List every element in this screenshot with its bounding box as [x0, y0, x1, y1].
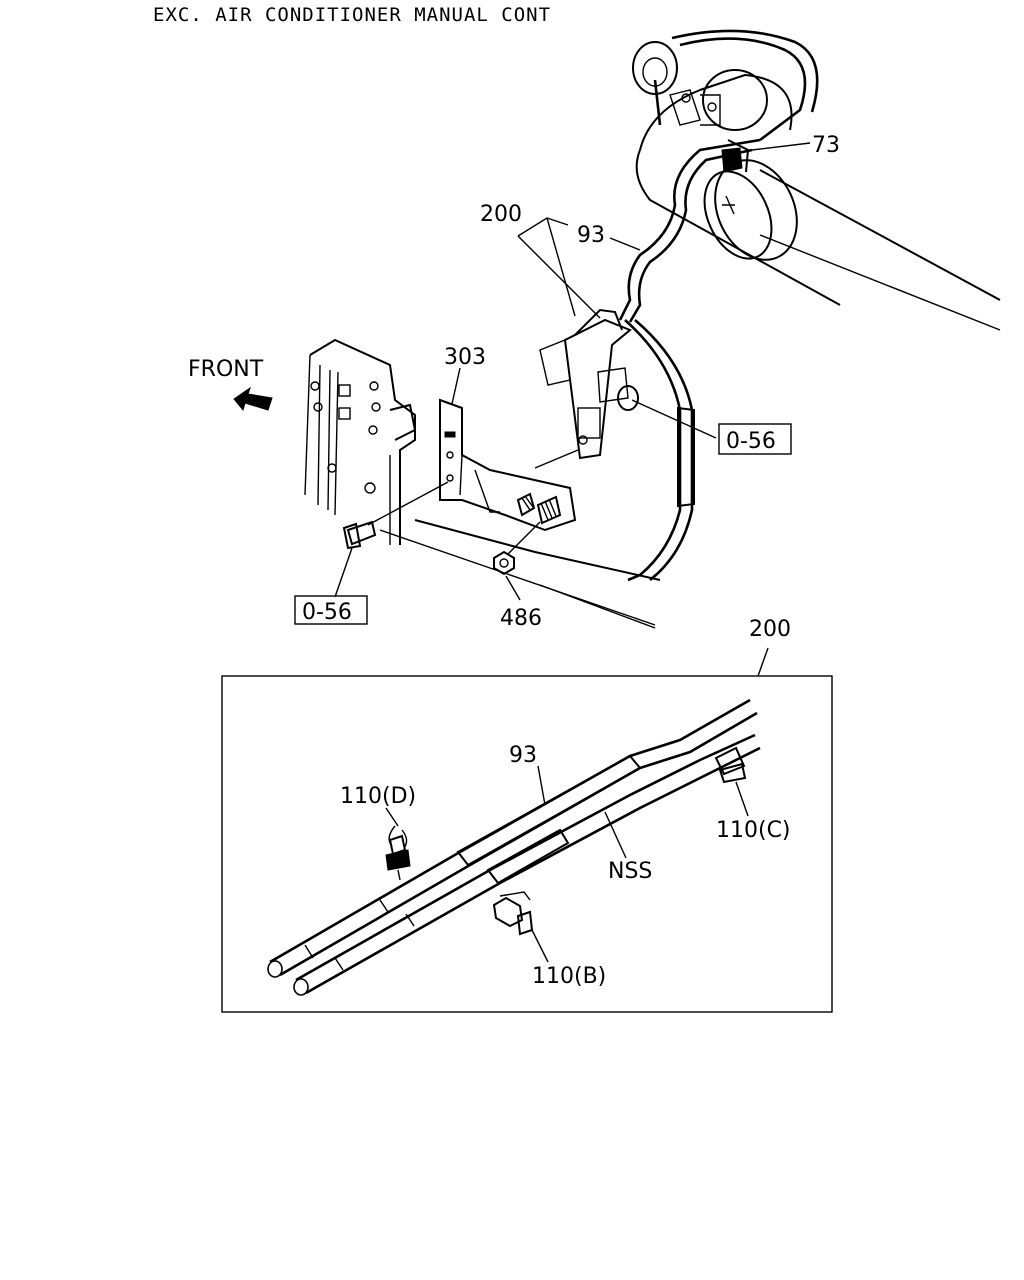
leader-bolt [367, 481, 449, 526]
callout-93-detail: 93 [509, 743, 537, 768]
callout-ref-left: 0-56 [302, 600, 352, 625]
diagram-title: EXC. AIR CONDITIONER MANUAL CONT [153, 4, 551, 26]
leader-200-top-b [517, 235, 601, 319]
leader-stud [534, 449, 579, 469]
leader-110c [735, 781, 749, 817]
hose-bracket [539, 308, 639, 460]
clip-110c [714, 746, 747, 784]
callout-200-detail: 200 [749, 617, 791, 642]
leader-486 [505, 575, 521, 601]
leader-303 [451, 367, 461, 405]
detail-box [221, 675, 833, 1013]
bolt-0-56 [342, 520, 377, 550]
callout-93-top: 93 [577, 223, 605, 248]
callout-200-top: 200 [480, 202, 522, 227]
callout-110b: 110(B) [532, 964, 606, 989]
front-direction-label: FRONT [188, 357, 264, 382]
ref-box-left [294, 595, 368, 625]
callout-nss: NSS [608, 859, 652, 884]
callout-303: 303 [444, 345, 486, 370]
ref-box-right [718, 423, 792, 455]
callout-486: 486 [500, 606, 542, 631]
leader-nss [604, 811, 627, 859]
callout-110d: 110(D) [340, 784, 416, 809]
leader-93-detail [537, 765, 546, 806]
exhaust-pipe-drawing [632, 29, 1001, 331]
leader-110d [385, 807, 399, 827]
front-arrow-icon [233, 386, 273, 412]
vehicle-frame [304, 338, 661, 629]
leader-200-detail [757, 647, 769, 677]
leader-ref-left [334, 547, 353, 598]
bracket-303 [439, 398, 577, 532]
callout-110c: 110(C) [716, 818, 791, 843]
clip-110b [492, 891, 534, 936]
leader-93-top [609, 237, 641, 251]
leader-200-top-c [546, 217, 576, 317]
clip-110d [385, 825, 411, 881]
leader-73 [751, 142, 811, 151]
leader-ref-right [631, 399, 717, 439]
nut-486 [493, 521, 541, 576]
leader-200-top-a [517, 217, 569, 237]
hose-93 [618, 138, 761, 582]
detail-hose-pair [267, 698, 761, 996]
callout-ref-right: 0-56 [726, 429, 776, 454]
callout-73: 73 [812, 133, 840, 158]
leader-110b [531, 929, 549, 963]
